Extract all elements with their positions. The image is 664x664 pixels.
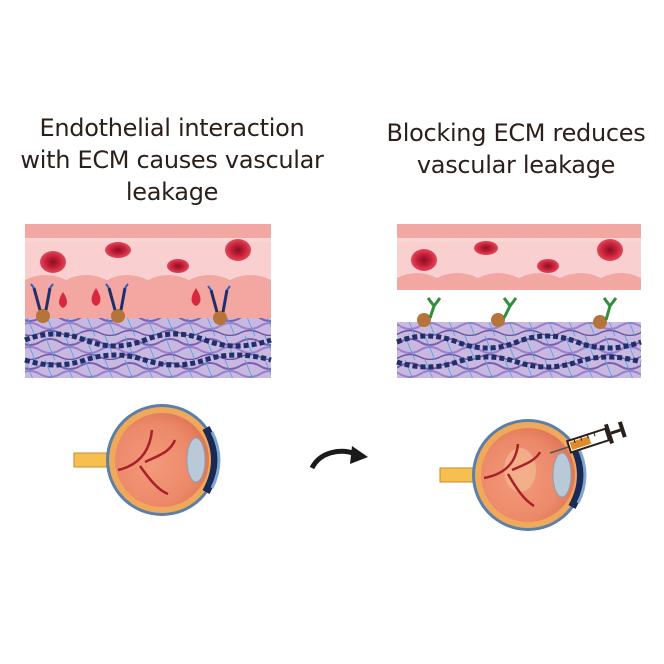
- leakage-drop: [59, 292, 67, 308]
- left-panel-title: Endothelial interaction with ECM causes …: [20, 114, 324, 206]
- receptor-complex: [30, 283, 54, 323]
- leakage-drop: [191, 288, 201, 306]
- extracellular-matrix: [25, 318, 271, 378]
- curved-arrow-icon: [309, 446, 368, 470]
- red-blood-cell: [537, 259, 559, 273]
- receptor-complex: [207, 285, 231, 325]
- red-blood-cell: [597, 239, 623, 261]
- red-blood-cell: [474, 241, 498, 255]
- eye-cross-section-icon: [439, 419, 587, 531]
- right-panel-title: Blocking ECM reduces vascular leakage: [386, 119, 646, 179]
- blocking-antibody: [491, 297, 518, 327]
- red-blood-cell: [225, 239, 251, 261]
- red-blood-cell: [167, 259, 189, 273]
- blocking-antibody: [417, 297, 442, 327]
- red-blood-cell: [105, 242, 131, 258]
- syringe-icon: [549, 421, 627, 454]
- red-blood-cell: [411, 249, 437, 271]
- eye-cross-section-icon: [73, 404, 221, 516]
- blocking-antibody: [593, 297, 618, 329]
- left-vessel-illustration: [24, 224, 272, 378]
- right-vessel-illustration: [396, 224, 642, 378]
- receptor-complex: [105, 283, 129, 323]
- leakage-drop: [91, 288, 101, 306]
- red-blood-cell: [40, 251, 66, 273]
